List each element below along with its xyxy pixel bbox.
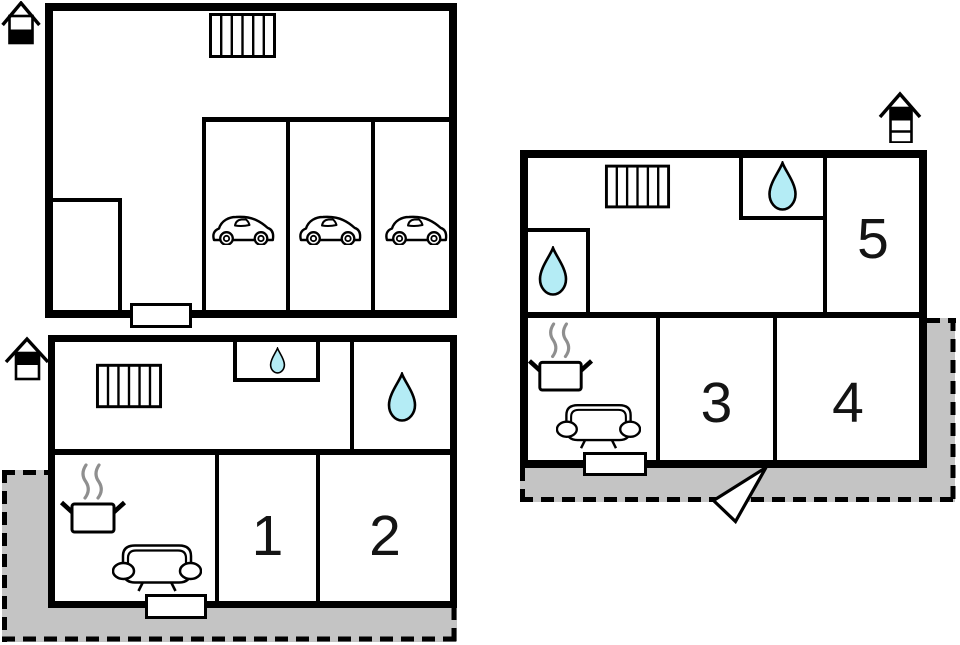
house-level-shape xyxy=(4,336,50,381)
room-3-number: 3 xyxy=(700,370,733,435)
room-4-number: 4 xyxy=(832,370,864,435)
floor2-bathroom-wall-top xyxy=(528,228,590,232)
car-shape xyxy=(299,215,362,245)
cooking-pot-icon-floor2 xyxy=(527,322,594,392)
water-drop-bathroom-floor2 xyxy=(538,246,568,296)
car-icon-2 xyxy=(299,215,362,245)
room-2-number: 2 xyxy=(369,503,401,568)
radiator-icon-garage xyxy=(209,13,276,58)
house-level-icon-floor2 xyxy=(878,91,922,143)
floor1-bathroom-wall xyxy=(350,342,354,452)
garage-stall-divider-1 xyxy=(286,120,290,310)
car-shape xyxy=(385,215,448,245)
garage-entrance-door xyxy=(130,303,192,328)
water-drop-shape xyxy=(269,347,286,374)
floor1-middle-wall xyxy=(55,449,450,455)
cooking-pot-shape xyxy=(59,463,127,534)
water-drop-shape xyxy=(538,246,568,296)
cooking-pot-icon-floor1 xyxy=(59,463,127,534)
entrance-arrow-shape xyxy=(710,466,768,525)
sofa-icon-floor1 xyxy=(112,544,202,592)
radiator-shape xyxy=(95,363,163,409)
house-level-icon-garage xyxy=(1,1,41,45)
water-drop-small-floor1 xyxy=(269,347,286,374)
floor2-room5-wall xyxy=(823,158,827,316)
floor2-middle-wall xyxy=(528,312,919,318)
water-drop-large-floor1 xyxy=(387,372,417,422)
floor1-room1-wall xyxy=(215,455,219,601)
house-level-icon-floor1 xyxy=(4,336,50,381)
floor2-toilet-wall-left xyxy=(739,158,743,220)
cooking-pot-shape xyxy=(527,322,594,392)
house-level-shape xyxy=(878,91,922,143)
room-5-number: 5 xyxy=(857,206,889,271)
garage-parking-wall-left xyxy=(202,117,206,310)
steam-icon xyxy=(549,322,558,359)
garage-parking-wall-top xyxy=(202,117,449,122)
floor1-toilet-wall-bottom xyxy=(233,378,320,382)
steam-icon xyxy=(561,322,571,359)
floor2-room3-wall xyxy=(656,318,660,461)
floor2-toilet-wall-bottom xyxy=(739,216,827,220)
steam-icon xyxy=(81,463,90,500)
water-drop-shape xyxy=(387,372,417,422)
terrace-floor1 xyxy=(2,470,457,642)
water-drop-toilet-floor2 xyxy=(768,161,797,211)
radiator-shape xyxy=(209,13,276,58)
house-level-shape xyxy=(1,1,41,45)
floor1-entrance-door xyxy=(145,594,207,619)
room-1-number: 1 xyxy=(251,503,284,568)
sofa-shape xyxy=(112,544,202,592)
terrace-floor1-shape xyxy=(2,470,457,642)
steam-icon xyxy=(94,463,103,500)
sofa-shape xyxy=(556,403,641,449)
plan-garage xyxy=(45,3,457,318)
sofa-icon-floor2 xyxy=(556,403,641,449)
garage-storeroom-wall-right xyxy=(118,198,122,310)
radiator-shape xyxy=(604,164,671,209)
garage-storeroom-wall-top xyxy=(53,198,122,202)
garage-stall-divider-2 xyxy=(371,120,375,310)
radiator-icon-floor2 xyxy=(604,164,671,209)
floor1-room2-wall xyxy=(316,455,320,601)
car-icon-1 xyxy=(212,215,275,245)
floor2-entrance-door xyxy=(583,452,647,476)
radiator-icon-floor1 xyxy=(95,363,163,409)
floor1-toilet-wall-left xyxy=(233,342,237,382)
car-shape xyxy=(212,215,275,245)
car-icon-3 xyxy=(385,215,448,245)
floor1-toilet-wall-right xyxy=(316,342,320,382)
entrance-arrow-icon xyxy=(710,466,768,525)
water-drop-shape xyxy=(768,161,797,211)
floor2-room4-wall xyxy=(773,318,777,461)
floor2-bathroom-wall-right xyxy=(586,228,590,316)
